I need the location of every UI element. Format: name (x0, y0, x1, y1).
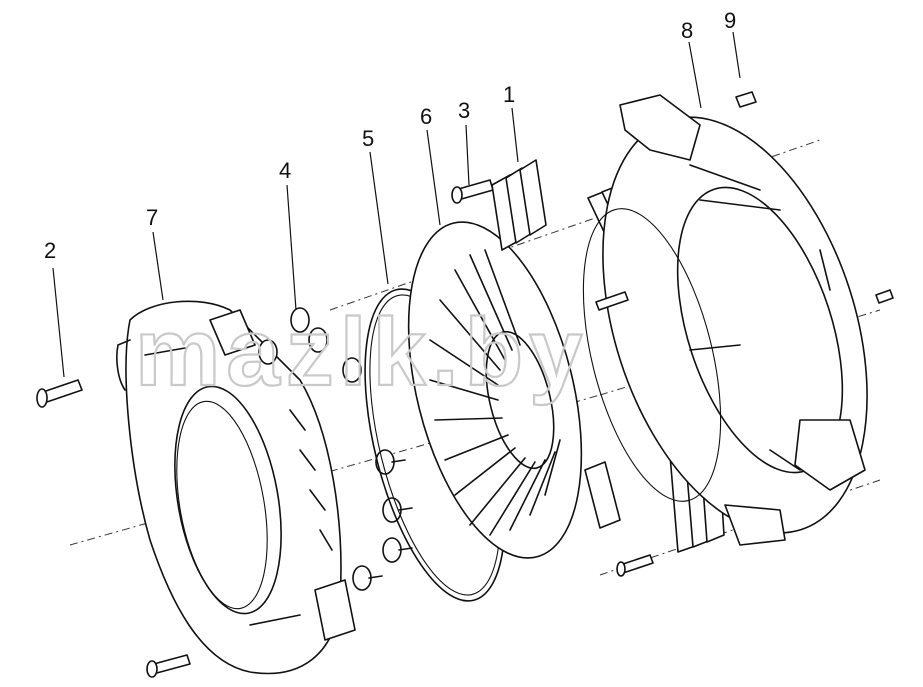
bolt-part-3 (451, 179, 494, 204)
cover-part-8 (582, 94, 868, 546)
bolt-part-2 (36, 379, 191, 678)
leader-lines (52, 31, 741, 378)
label-9: 9 (724, 8, 736, 33)
diaphragm-part-6 (407, 221, 583, 559)
label-2: 2 (44, 238, 56, 263)
label-8: 8 (681, 18, 693, 43)
label-3: 3 (458, 98, 470, 123)
label-7: 7 (146, 205, 158, 230)
label-5: 5 (362, 126, 374, 151)
label-4: 4 (279, 158, 291, 183)
callout-labels: 2 7 4 5 6 3 1 8 9 (44, 8, 736, 263)
pressure-plate-part-7 (116, 300, 356, 675)
label-6: 6 (420, 104, 432, 129)
watermark: mazlk.by (135, 299, 589, 406)
label-1: 1 (503, 82, 515, 107)
screws-part-9 (616, 91, 894, 577)
